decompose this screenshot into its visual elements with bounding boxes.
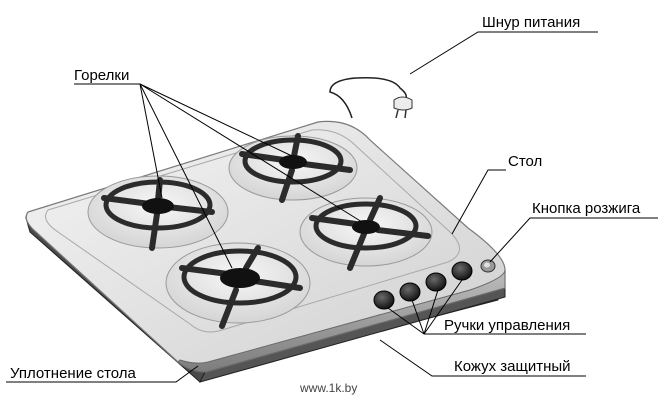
control-knobs [373,261,473,310]
burner-front-right [309,195,431,271]
control-knob-1 [373,290,395,310]
control-knob-3 [425,272,447,292]
label-power-cord: Шнур питания [482,14,580,31]
label-table-seal: Уплотнение стола [10,365,137,382]
ignition-button [480,259,496,273]
burner-front-left [179,245,303,329]
label-table: Стол [508,153,542,170]
label-protective-casing: Кожух защитный [454,358,571,375]
watermark: www.1k.by [299,381,357,395]
label-control-knobs: Ручки управления [444,317,570,334]
control-knob-4 [451,261,473,281]
burner-back-right [239,133,353,203]
leader-lines [6,31,658,383]
control-knob-2 [399,282,421,302]
power-plug [393,96,413,111]
label-burners: Горелки [74,67,129,84]
burner-back-left [101,177,215,251]
label-ignition-button: Кнопка розжига [532,200,641,217]
power-cord [329,76,413,119]
